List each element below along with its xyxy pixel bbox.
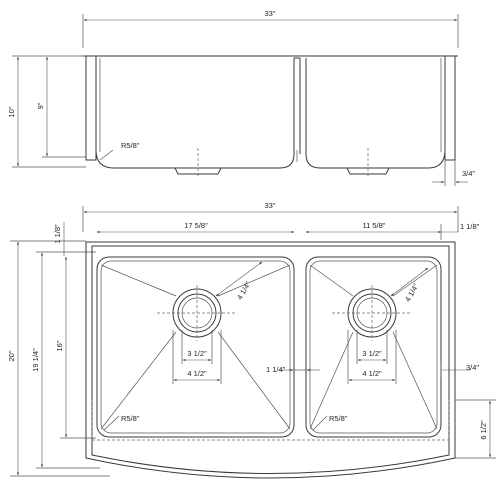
left-drain-diag-label: 4 1/4" xyxy=(235,280,253,302)
front-outer-rim xyxy=(91,245,450,474)
front-left-bowl xyxy=(96,256,295,438)
top-radius-label: R5/8" xyxy=(121,141,140,150)
top-right-bowl xyxy=(305,58,446,169)
top-height-inner-label: 9" xyxy=(36,102,45,109)
top-left-flange xyxy=(85,56,97,161)
right-diag-tl xyxy=(309,264,354,297)
top-left-bowl xyxy=(95,58,295,169)
right-diag-br xyxy=(392,331,438,430)
front-right-rim-label: 1 1/8" xyxy=(460,222,480,231)
apron-label: 6 1/2" xyxy=(479,420,488,440)
top-radius-leader xyxy=(99,149,114,161)
front-apron-dashed xyxy=(91,400,450,441)
left-drain-diag-dimension xyxy=(215,261,263,297)
right-diag-bl xyxy=(309,331,354,430)
front-left-bowl-label: 17 5/8" xyxy=(184,221,208,230)
top-width-label: 33" xyxy=(264,9,275,18)
top-divider xyxy=(293,57,301,154)
front-height-bowl-label: 16" xyxy=(55,340,64,351)
right-drain-inner-label: 3 1/2" xyxy=(362,349,382,358)
left-diag-bl xyxy=(100,331,177,430)
front-height-mid-label: 19 1/4" xyxy=(31,348,40,372)
top-right-flange xyxy=(444,56,456,161)
right-edge-label: 3/4" xyxy=(466,363,479,372)
front-right-bowl xyxy=(305,256,442,438)
front-outer-outline xyxy=(85,241,456,479)
top-height-outer-label: 10" xyxy=(7,106,16,117)
left-drain-inner-label: 3 1/2" xyxy=(187,349,207,358)
divider-label: 1 1/4" xyxy=(266,365,286,374)
front-view: 33" 17 5/8" 11 5/8" 1 1/8" 1 1/8" 20" 19… xyxy=(7,201,496,479)
top-view: 33" 10" 9" R5/8" xyxy=(7,9,475,186)
front-left-rim-label: 1 1/8" xyxy=(53,224,62,244)
top-flange-label: 3/4" xyxy=(462,169,475,178)
left-radius-leader xyxy=(103,415,120,431)
front-height-total-label: 20" xyxy=(7,350,16,361)
front-width-label: 33" xyxy=(264,201,275,210)
left-radius-label: R5/8" xyxy=(121,414,140,423)
left-diag-tr xyxy=(217,264,291,297)
right-radius-label: R5/8" xyxy=(329,414,348,423)
front-right-bowl-inner xyxy=(309,260,438,434)
left-drain-outer-label: 4 1/2" xyxy=(187,369,207,378)
right-radius-leader xyxy=(312,415,328,431)
front-left-bowl-inner xyxy=(100,260,291,434)
right-drain-outer-label: 4 1/2" xyxy=(362,369,382,378)
front-right-bowl-label: 11 5/8" xyxy=(363,221,386,230)
left-diag-tl xyxy=(100,264,177,297)
right-drain-diag-dimension xyxy=(390,267,429,297)
left-diag-br xyxy=(217,331,291,430)
